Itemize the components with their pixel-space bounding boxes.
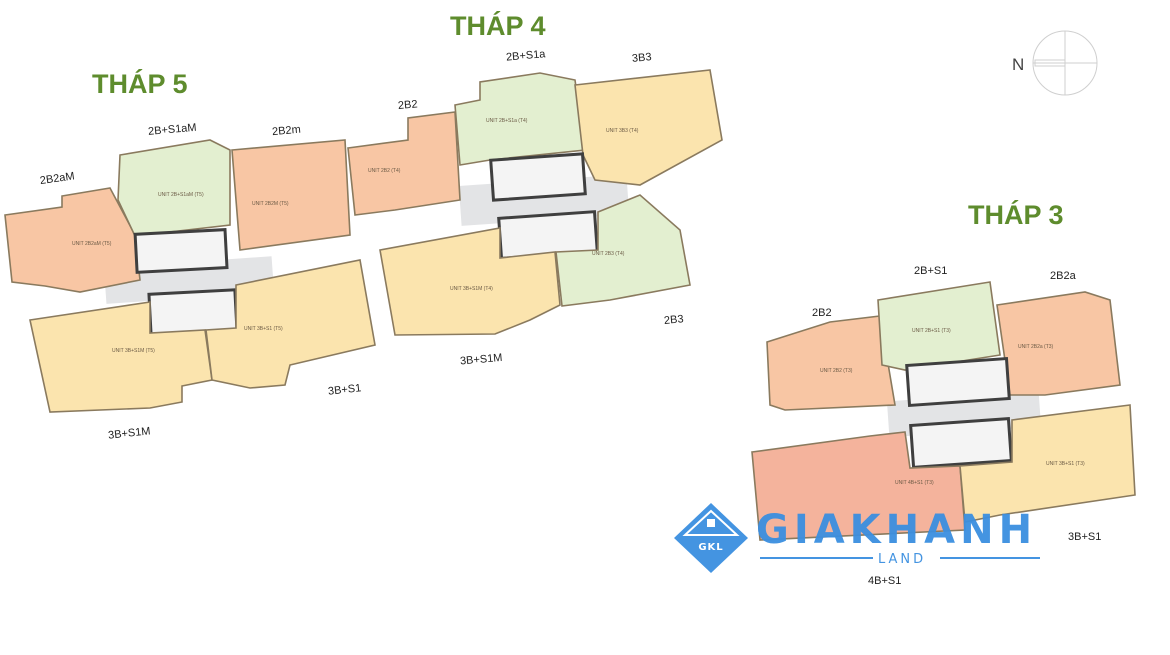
- unit-text-3b3-t4: UNIT 3B3 (T4): [606, 128, 639, 134]
- giakhanh-logo: GKL GIAKHANH LAND: [674, 503, 1040, 573]
- unit-text-2b2-t4: UNIT 2B2 (T4): [368, 168, 401, 174]
- label-2b-s1am: 2B+S1aM: [148, 122, 197, 138]
- unit-3b-s1m-t4[interactable]: [379, 227, 561, 336]
- label-3b-s1-t3: 3B+S1: [1068, 531, 1101, 543]
- unit-2b-s1-t3[interactable]: [877, 281, 1001, 371]
- unit-text-2b2m: UNIT 2B2M (T5): [252, 201, 289, 207]
- label-2b2-t4: 2B2: [398, 98, 419, 112]
- logo-name: GIAKHANH: [756, 507, 1037, 553]
- unit-2b-s1am-t5[interactable]: [117, 139, 231, 237]
- label-3b3-t4: 3B3: [632, 51, 653, 65]
- label-2b2am: 2B2aM: [39, 170, 75, 187]
- logo-diamond: [674, 503, 748, 573]
- tower-3: UNIT 2B2 (T3) UNIT 2B+S1 (T3) UNIT 2B2a …: [751, 199, 1136, 587]
- unit-2b2-t3[interactable]: [766, 315, 896, 411]
- label-2b2-t3: 2B2: [812, 307, 832, 319]
- core-t5-lifts: [133, 228, 229, 274]
- compass: N: [1012, 30, 1098, 96]
- tower-3-title: THÁP 3: [968, 199, 1064, 230]
- unit-text-3b-s1: UNIT 3B+S1 (T5): [244, 326, 283, 332]
- logo-window: [707, 519, 715, 527]
- unit-3b-s1-t5[interactable]: [205, 259, 376, 389]
- unit-2b2m-t5[interactable]: [231, 139, 351, 251]
- core-t3-lifts: [905, 356, 1011, 408]
- unit-3b3-t4[interactable]: [574, 69, 723, 186]
- unit-text-3b-s1m: UNIT 3B+S1M (T5): [112, 348, 155, 354]
- compass-north-label: N: [1012, 55, 1024, 74]
- unit-text-2b2-t3: UNIT 2B2 (T3): [820, 368, 853, 374]
- unit-text-2b2am: UNIT 2B2aM (T5): [72, 241, 112, 247]
- unit-text-3b-s1-t3: UNIT 3B+S1 (T3): [1046, 461, 1085, 467]
- core-t3-stairs: [909, 417, 1013, 469]
- unit-text-2b-s1a-t4: UNIT 2B+S1a (T4): [486, 118, 528, 124]
- label-2b-s1a-t4: 2B+S1a: [506, 48, 547, 63]
- unit-text-2b3-t4: UNIT 2B3 (T4): [592, 251, 625, 257]
- tower-5: UNIT 2B2aM (T5) UNIT 2B+S1aM (T5) UNIT 2…: [4, 68, 376, 442]
- logo-house-roof: [682, 509, 740, 536]
- label-2b2a-t3: 2B2a: [1050, 270, 1077, 282]
- tower-5-title: THÁP 5: [92, 68, 188, 99]
- label-4b-s1-t3: 4B+S1: [868, 575, 901, 587]
- label-3b-s1: 3B+S1: [327, 382, 361, 397]
- unit-2b2-t4[interactable]: [347, 111, 461, 216]
- unit-text-2b-s1am: UNIT 2B+S1aM (T5): [158, 192, 204, 198]
- tower-4: UNIT 2B2 (T4) UNIT 2B+S1a (T4) UNIT 3B3 …: [347, 10, 723, 368]
- label-3b-s1m-t4: 3B+S1M: [460, 352, 503, 368]
- unit-2b-s1a-t4[interactable]: [454, 72, 586, 166]
- label-3b-s1m: 3B+S1M: [108, 425, 152, 441]
- label-2b3-t4: 2B3: [664, 313, 685, 327]
- label-2b-s1-t3: 2B+S1: [914, 265, 947, 277]
- unit-text-2b-s1-t3: UNIT 2B+S1 (T3): [912, 328, 951, 334]
- core-t4-lifts: [489, 152, 587, 202]
- tower-4-title: THÁP 4: [450, 10, 546, 41]
- label-2b2m: 2B2m: [272, 124, 302, 138]
- unit-2b3-t4[interactable]: [555, 194, 691, 307]
- unit-3b-s1-t3[interactable]: [959, 404, 1136, 523]
- logo-emblem-text: GKL: [698, 542, 723, 553]
- unit-text-2b2a-t3: UNIT 2B2a (T3): [1018, 344, 1054, 350]
- unit-2b2a-t3[interactable]: [996, 291, 1121, 396]
- compass-arrow: [1034, 59, 1066, 67]
- unit-text-3b-s1m-t4: UNIT 3B+S1M (T4): [450, 286, 493, 292]
- unit-4b-s1-t3[interactable]: [751, 431, 966, 541]
- logo-sub: LAND: [878, 552, 926, 567]
- unit-3b-s1m-t5[interactable]: [29, 301, 213, 413]
- unit-text-4b-s1-t3: UNIT 4B+S1 (T3): [895, 480, 934, 486]
